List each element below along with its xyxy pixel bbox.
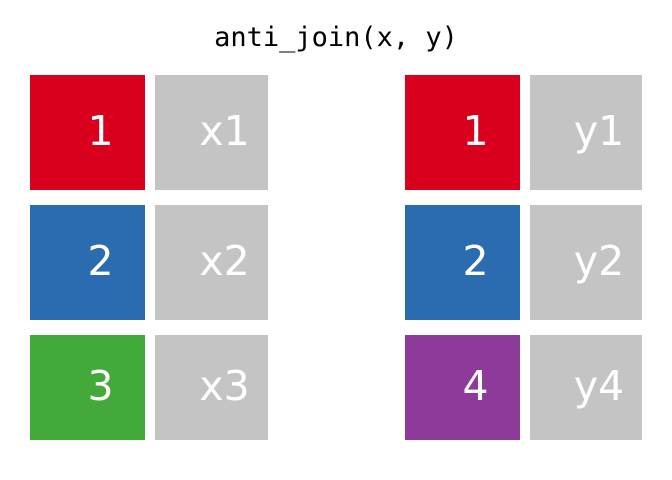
x-value-label-1: x1 — [199, 107, 250, 155]
x-key-label-2: 2 — [87, 237, 114, 285]
y-value-cell-2: y2 — [530, 205, 642, 320]
x-value-cell-2: x2 — [155, 205, 268, 320]
x-key-label-1: 1 — [87, 107, 114, 155]
y-value-cell-3: y4 — [530, 335, 642, 440]
x-key-cell-2: 2 — [30, 205, 145, 320]
y-key-label-2: 2 — [462, 237, 489, 285]
x-value-cell-1: x1 — [155, 75, 268, 190]
y-key-label-1: 1 — [462, 107, 489, 155]
x-key-cell-3: 3 — [30, 335, 145, 440]
y-key-cell-2: 2 — [405, 205, 520, 320]
y-key-cell-1: 1 — [405, 75, 520, 190]
y-value-label-3: y4 — [573, 362, 625, 410]
y-key-cell-3: 4 — [405, 335, 520, 440]
x-value-label-2: x2 — [199, 237, 250, 285]
x-key-cell-1: 1 — [30, 75, 145, 190]
y-value-label-1: y1 — [573, 107, 625, 155]
y-key-label-3: 4 — [462, 362, 489, 410]
x-value-label-3: x3 — [199, 362, 250, 410]
y-value-label-2: y2 — [573, 237, 625, 285]
x-key-label-3: 3 — [87, 362, 114, 410]
diagram-title: anti_join(x, y) — [214, 22, 458, 53]
y-value-cell-1: y1 — [530, 75, 642, 190]
x-value-cell-3: x3 — [155, 335, 268, 440]
